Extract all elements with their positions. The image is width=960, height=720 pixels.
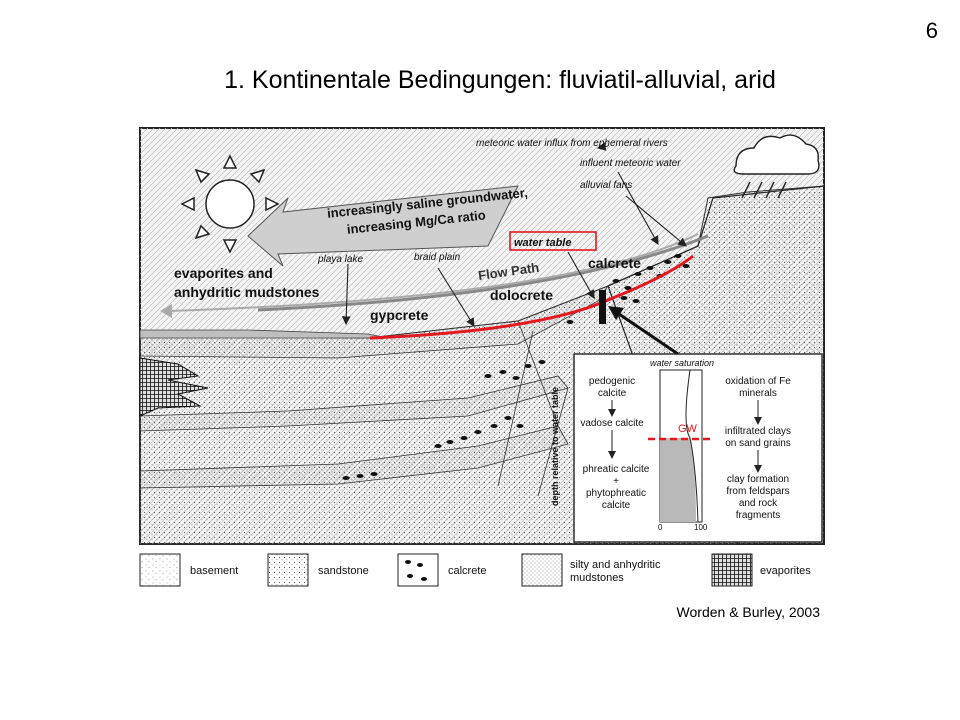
label-evaporites-line2: anhydritic mudstones <box>174 284 320 300</box>
inset-left-item-2: calcite <box>598 388 627 399</box>
inset-right-item-8: fragments <box>736 510 780 521</box>
inset-axis-max: 100 <box>694 523 708 532</box>
inset-gw-label: GW <box>678 423 698 435</box>
legend-swatch-sandstone <box>268 554 308 586</box>
label-water-table: water table <box>514 237 571 249</box>
label-meteoric-influx: meteoric water influx from ephemeral riv… <box>476 138 668 149</box>
inset-right-item-3: infiltrated clays <box>725 426 791 437</box>
label-alluvial-fans: alluvial fans <box>580 180 632 191</box>
legend-swatch-silty <box>522 554 562 586</box>
label-influent-meteoric: influent meteoric water <box>580 158 681 169</box>
label-playa-lake: playa lake <box>317 254 363 265</box>
inset-left-item-3: vadose calcite <box>580 418 644 429</box>
inset-saturation-fill <box>660 438 696 522</box>
legend-label-sandstone: sandstone <box>318 565 369 577</box>
legend-swatch-evaporites <box>712 554 752 586</box>
inset-right-item-2: minerals <box>739 388 777 399</box>
legend-label-basement: basement <box>190 565 238 577</box>
inset-left-item-4: phreatic calcite <box>583 464 650 475</box>
inset-right-item-4: on sand grains <box>725 438 791 449</box>
inset-right-item-6: from feldspars <box>726 486 789 497</box>
label-evaporites-line1: evaporites and <box>174 265 273 281</box>
inset-right-item-5: clay formation <box>727 474 789 485</box>
citation: Worden & Burley, 2003 <box>677 604 820 620</box>
label-braid-plain: braid plain <box>414 252 461 263</box>
legend-label-silty: silty and anhydritic <box>570 559 661 571</box>
profile-marker <box>599 290 606 324</box>
legend-label-calcrete: calcrete <box>448 565 487 577</box>
inset-water-saturation: water saturation <box>650 358 714 368</box>
label-dolocrete: dolocrete <box>490 287 553 303</box>
legend-swatch-calcrete <box>398 554 438 586</box>
slide-title: 1. Kontinentale Bedingungen: fluviatil-a… <box>0 66 960 95</box>
inset-left-item-1: pedogenic <box>589 376 635 387</box>
slide-number: 6 <box>926 18 938 44</box>
inset-depth-axis: depth relative to water table <box>550 387 560 506</box>
inset-right-item-1: oxidation of Fe <box>725 376 791 387</box>
legend: basement sandstone calcrete silty and an… <box>140 554 811 586</box>
legend-swatch-basement <box>140 554 180 586</box>
inset-left-item-7: calcite <box>602 500 631 511</box>
legend-label-silty-2: mudstones <box>570 572 624 584</box>
geology-diagram: meteoric water influx from ephemeral riv… <box>138 126 828 602</box>
inset-axis-min: 0 <box>658 523 663 532</box>
inset-left-item-6: phytophreatic <box>586 488 646 499</box>
inset-right-item-7: and rock <box>739 498 778 509</box>
inset-left-item-5: + <box>613 476 619 487</box>
legend-label-evaporites: evaporites <box>760 565 811 577</box>
inset-panel: water saturation depth relative to water… <box>550 354 822 542</box>
label-calcrete: calcrete <box>588 255 641 271</box>
label-gypcrete: gypcrete <box>370 307 429 323</box>
